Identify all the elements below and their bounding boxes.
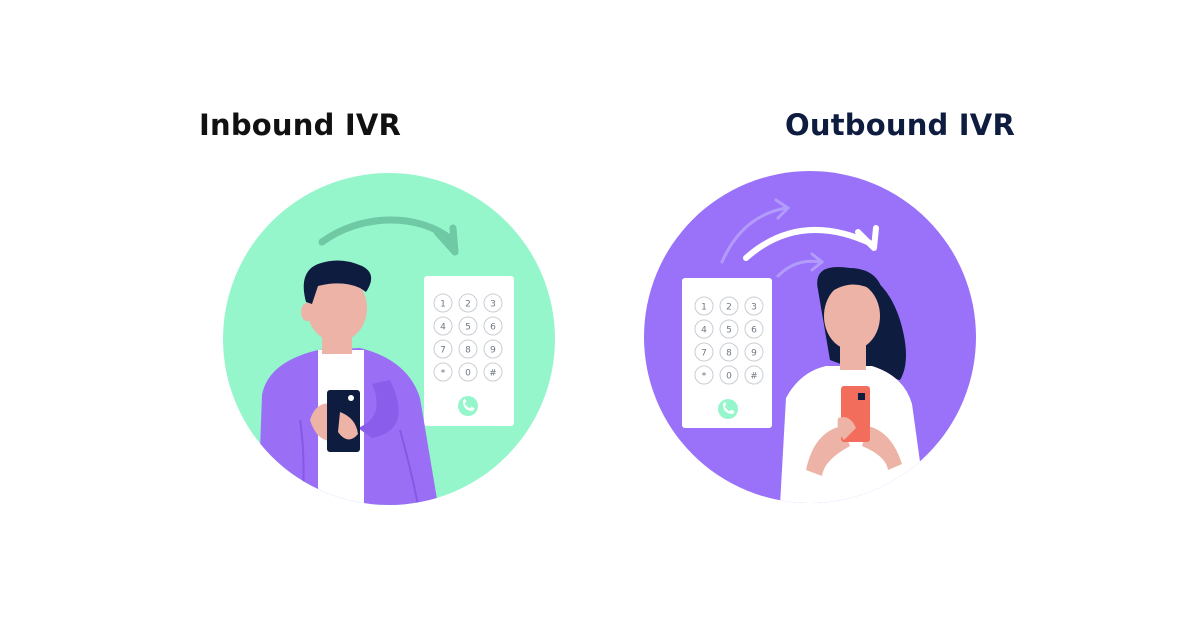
inbound-key-5[interactable]: 5: [458, 316, 478, 336]
outbound-key-3[interactable]: 3: [744, 296, 764, 316]
outbound-ivr-panel: Outbound IVR 1 2 3 4 5 6 7 8 9 * 0 #: [600, 0, 1200, 629]
inbound-key-6[interactable]: 6: [483, 316, 503, 336]
outbound-title: Outbound IVR: [785, 108, 1015, 142]
outbound-illustration: 1 2 3 4 5 6 7 8 9 * 0 #: [644, 171, 976, 503]
inbound-key-label: 1: [440, 300, 446, 310]
inbound-key-9[interactable]: 9: [483, 339, 503, 359]
outbound-key-6[interactable]: 6: [744, 319, 764, 339]
inbound-keypad: 1 2 3 4 5 6 7 8 9 * 0 #: [424, 276, 514, 426]
inbound-key-label: 8: [465, 346, 471, 356]
inbound-key-0[interactable]: 0: [458, 362, 478, 382]
outbound-keys: 1 2 3 4 5 6 7 8 9 * 0 #: [694, 296, 764, 385]
outbound-key-8[interactable]: 8: [719, 342, 739, 362]
outbound-key-label: *: [702, 372, 707, 382]
outbound-key-5[interactable]: 5: [719, 319, 739, 339]
outbound-key-label: 2: [726, 303, 732, 313]
inbound-key-label: *: [441, 369, 446, 379]
outbound-key-4[interactable]: 4: [694, 319, 714, 339]
outbound-woman-figure: [780, 266, 926, 503]
outbound-key-label: 6: [751, 326, 757, 336]
inbound-man-figure: [258, 260, 438, 505]
inbound-key-label: 3: [490, 300, 496, 310]
outbound-key-label: 5: [726, 326, 732, 336]
inbound-key-1[interactable]: 1: [433, 293, 453, 313]
inbound-key-label: 4: [440, 323, 446, 333]
inbound-illustration: 1 2 3 4 5 6 7 8 9 * 0 #: [223, 173, 555, 505]
outbound-key-hash[interactable]: #: [744, 365, 764, 385]
inbound-arrow-icon: [318, 216, 459, 256]
inbound-key-4[interactable]: 4: [433, 316, 453, 336]
inbound-key-label: 2: [465, 300, 471, 310]
phone-call-icon[interactable]: [458, 396, 478, 416]
inbound-key-label: 7: [440, 346, 446, 356]
phone-call-icon[interactable]: [718, 399, 738, 419]
inbound-key-label: 9: [490, 346, 496, 356]
inbound-ivr-panel: Inbound IVR 1 2 3 4 5 6 7 8 9 * 0 #: [198, 108, 555, 505]
inbound-key-3[interactable]: 3: [483, 293, 503, 313]
outbound-key-label: 9: [751, 349, 757, 359]
inbound-key-star[interactable]: *: [433, 362, 453, 382]
outbound-key-star[interactable]: *: [694, 365, 714, 385]
inbound-key-label: #: [489, 369, 497, 379]
outbound-key-label: 3: [751, 303, 757, 313]
outbound-key-label: 4: [701, 326, 707, 336]
outbound-key-label: 0: [726, 372, 732, 382]
outbound-arrow-icon: [743, 225, 879, 261]
outbound-keypad: 1 2 3 4 5 6 7 8 9 * 0 #: [682, 278, 772, 428]
inbound-keys: 1 2 3 4 5 6 7 8 9 * 0 #: [433, 293, 503, 382]
inbound-key-7[interactable]: 7: [433, 339, 453, 359]
outbound-small-arrow-icon: [720, 198, 825, 278]
outbound-key-1[interactable]: 1: [694, 296, 714, 316]
outbound-key-9[interactable]: 9: [744, 342, 764, 362]
outbound-key-label: 8: [726, 349, 732, 359]
outbound-key-2[interactable]: 2: [719, 296, 739, 316]
inbound-key-hash[interactable]: #: [483, 362, 503, 382]
outbound-key-7[interactable]: 7: [694, 342, 714, 362]
inbound-title: Inbound IVR: [198, 108, 402, 142]
inbound-key-2[interactable]: 2: [458, 293, 478, 313]
outbound-key-label: 1: [701, 303, 707, 313]
inbound-key-8[interactable]: 8: [458, 339, 478, 359]
inbound-key-label: 5: [465, 323, 471, 333]
inbound-key-label: 6: [490, 323, 496, 333]
inbound-key-label: 0: [465, 369, 471, 379]
outbound-key-0[interactable]: 0: [719, 365, 739, 385]
outbound-key-label: #: [750, 372, 758, 382]
outbound-key-label: 7: [701, 349, 707, 359]
